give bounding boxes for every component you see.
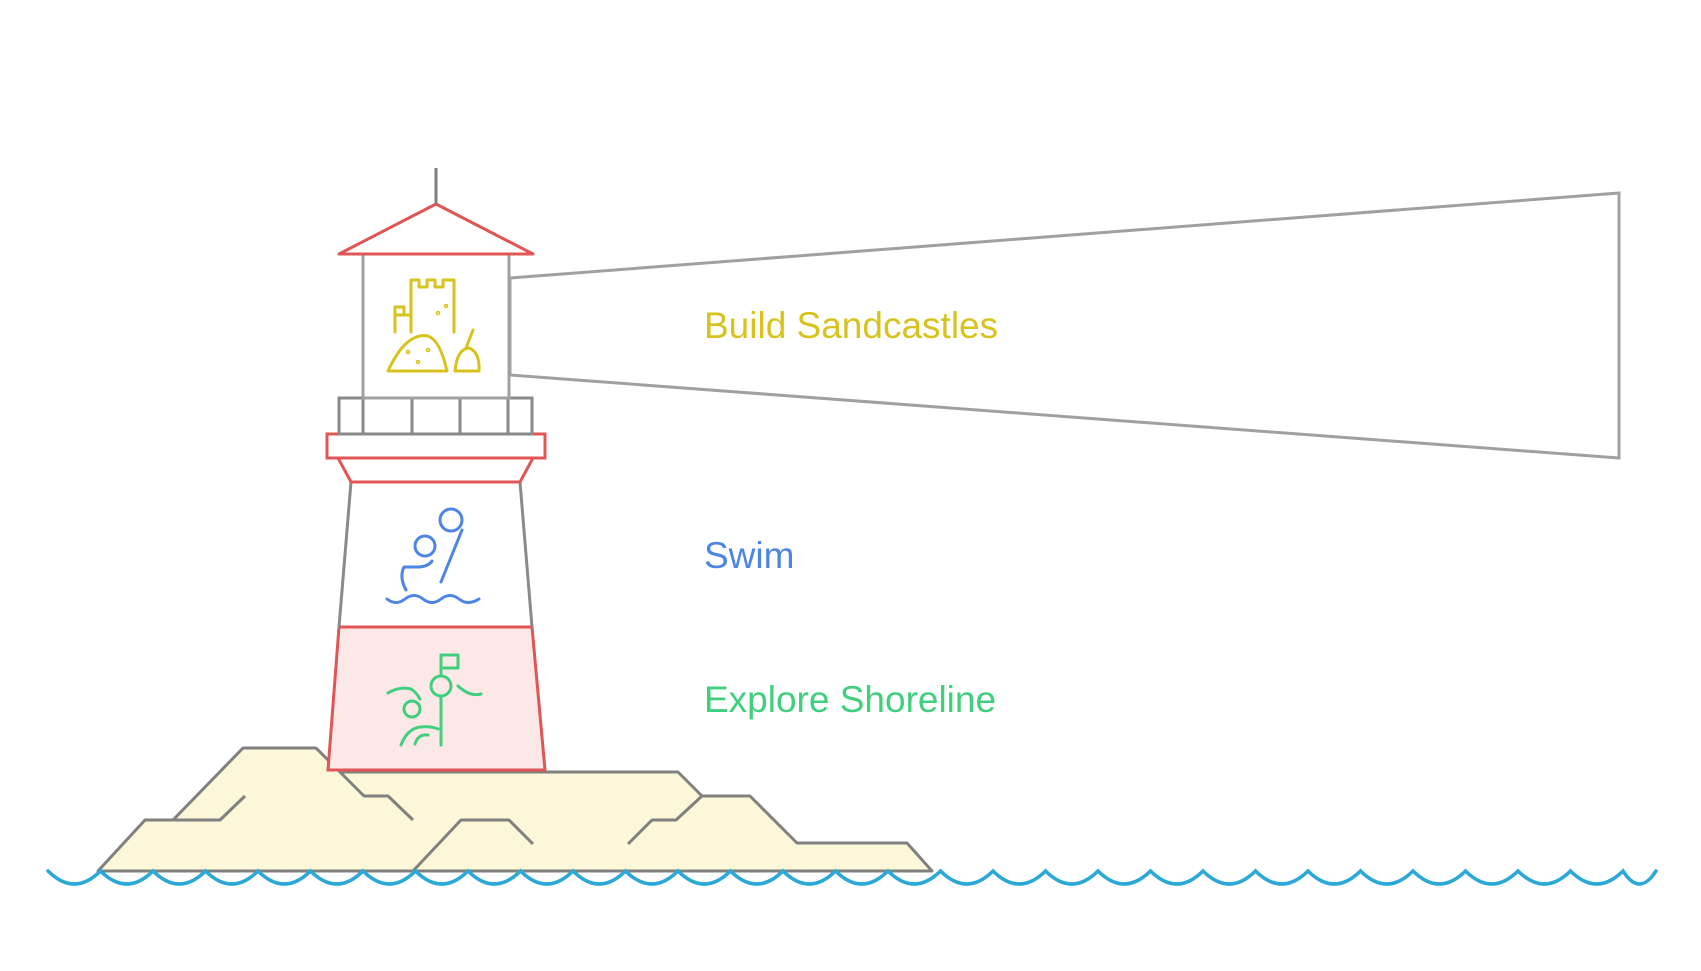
- gallery-railing: [337, 396, 534, 436]
- label-build-sandcastles: Build Sandcastles: [704, 305, 999, 346]
- swimmer-icon: [385, 507, 481, 604]
- label-explore-shoreline: Explore Shoreline: [704, 679, 997, 720]
- water-wave: [46, 868, 1658, 886]
- rocks: [96, 746, 934, 873]
- tower-base-band: [326, 625, 547, 772]
- lantern-roof: [337, 202, 535, 256]
- sandcastle-icon: [386, 278, 481, 373]
- gallery-deck: [325, 432, 547, 460]
- tower-middle: [337, 480, 534, 629]
- light-beam: [508, 191, 1621, 460]
- label-swim: Swim: [704, 535, 795, 576]
- gallery-skirt: [335, 456, 536, 484]
- lantern-room: [361, 252, 511, 400]
- shoreline-explorer-icon: [386, 653, 483, 747]
